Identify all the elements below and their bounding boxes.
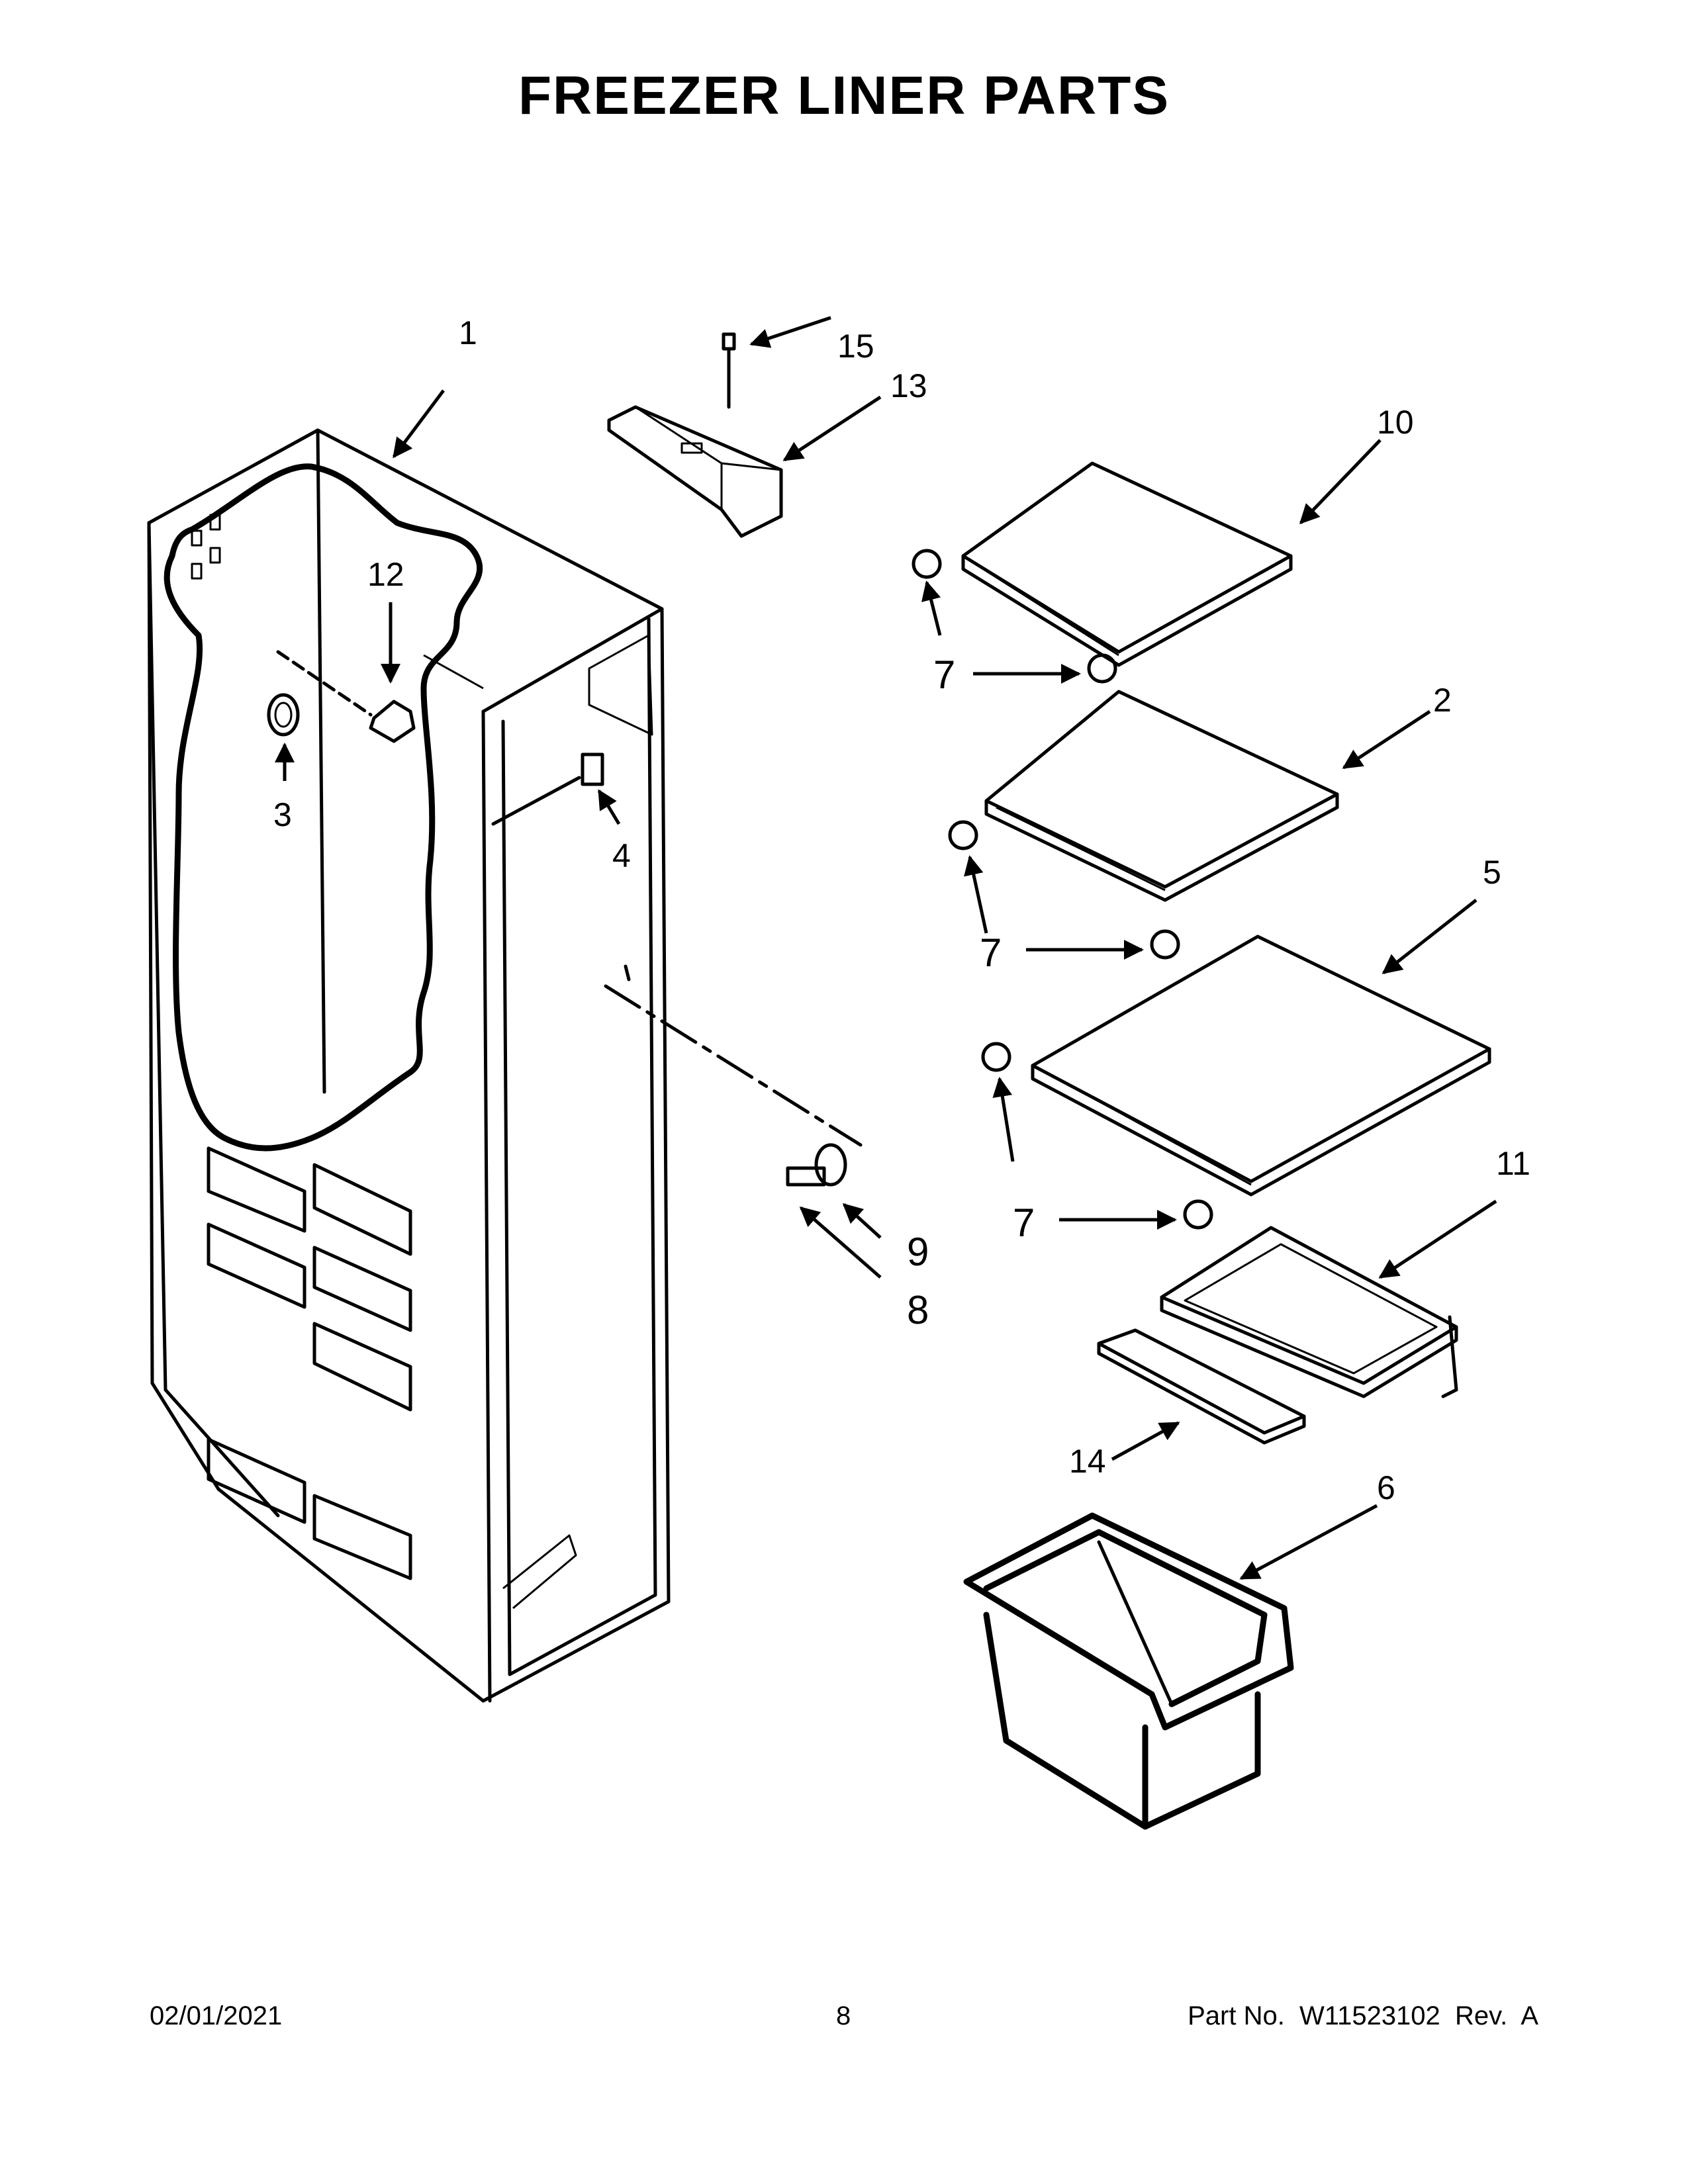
callout-7-c: 7 bbox=[1013, 1201, 1035, 1245]
callout-14: 14 bbox=[1069, 1443, 1106, 1480]
footer-part-number: Part No. W11523102 Rev. A bbox=[1188, 2001, 1538, 2030]
callout-13: 13 bbox=[890, 367, 927, 404]
callout-2: 2 bbox=[1433, 682, 1452, 719]
callout-7-b: 7 bbox=[980, 931, 1002, 975]
callout-15: 15 bbox=[837, 328, 874, 365]
callout-labels: 1 2 3 4 5 6 7 7 7 8 9 10 11 12 13 14 15 bbox=[273, 314, 1530, 1506]
footer-page-number: 8 bbox=[836, 2001, 851, 2030]
callout-11: 11 bbox=[1496, 1145, 1530, 1182]
shelf-2 bbox=[984, 690, 1431, 902]
callout-3: 3 bbox=[273, 796, 292, 833]
callout-8: 8 bbox=[907, 1288, 929, 1332]
footer-date: 02/01/2021 bbox=[150, 2001, 283, 2030]
part-13-bracket bbox=[607, 405, 783, 538]
part-8-9-pin bbox=[604, 964, 882, 1279]
callout-6: 6 bbox=[1377, 1469, 1395, 1506]
callout-10: 10 bbox=[1377, 404, 1414, 441]
callout-9: 9 bbox=[907, 1230, 929, 1274]
part-14-drawer-front bbox=[1097, 1328, 1306, 1461]
shelf-supports-7 bbox=[912, 549, 1213, 1230]
callout-12: 12 bbox=[367, 556, 404, 593]
page-title: FREEZER LINER PARTS bbox=[518, 66, 1170, 126]
callout-1: 1 bbox=[459, 314, 477, 351]
part-4-switch bbox=[491, 752, 621, 826]
part-3-light-assembly bbox=[267, 693, 300, 781]
shelf-5 bbox=[1031, 899, 1491, 1197]
callout-7-a: 7 bbox=[933, 653, 955, 697]
callout-4: 4 bbox=[612, 837, 631, 874]
part-15-screw bbox=[722, 316, 882, 462]
callout-5: 5 bbox=[1483, 854, 1501, 891]
shelf-10 bbox=[961, 439, 1382, 667]
part-11-drawer-frame bbox=[1160, 1199, 1497, 1398]
part-6-bin bbox=[963, 1504, 1378, 1830]
part-12-clip bbox=[276, 602, 416, 743]
freezer-liner bbox=[147, 428, 671, 1703]
